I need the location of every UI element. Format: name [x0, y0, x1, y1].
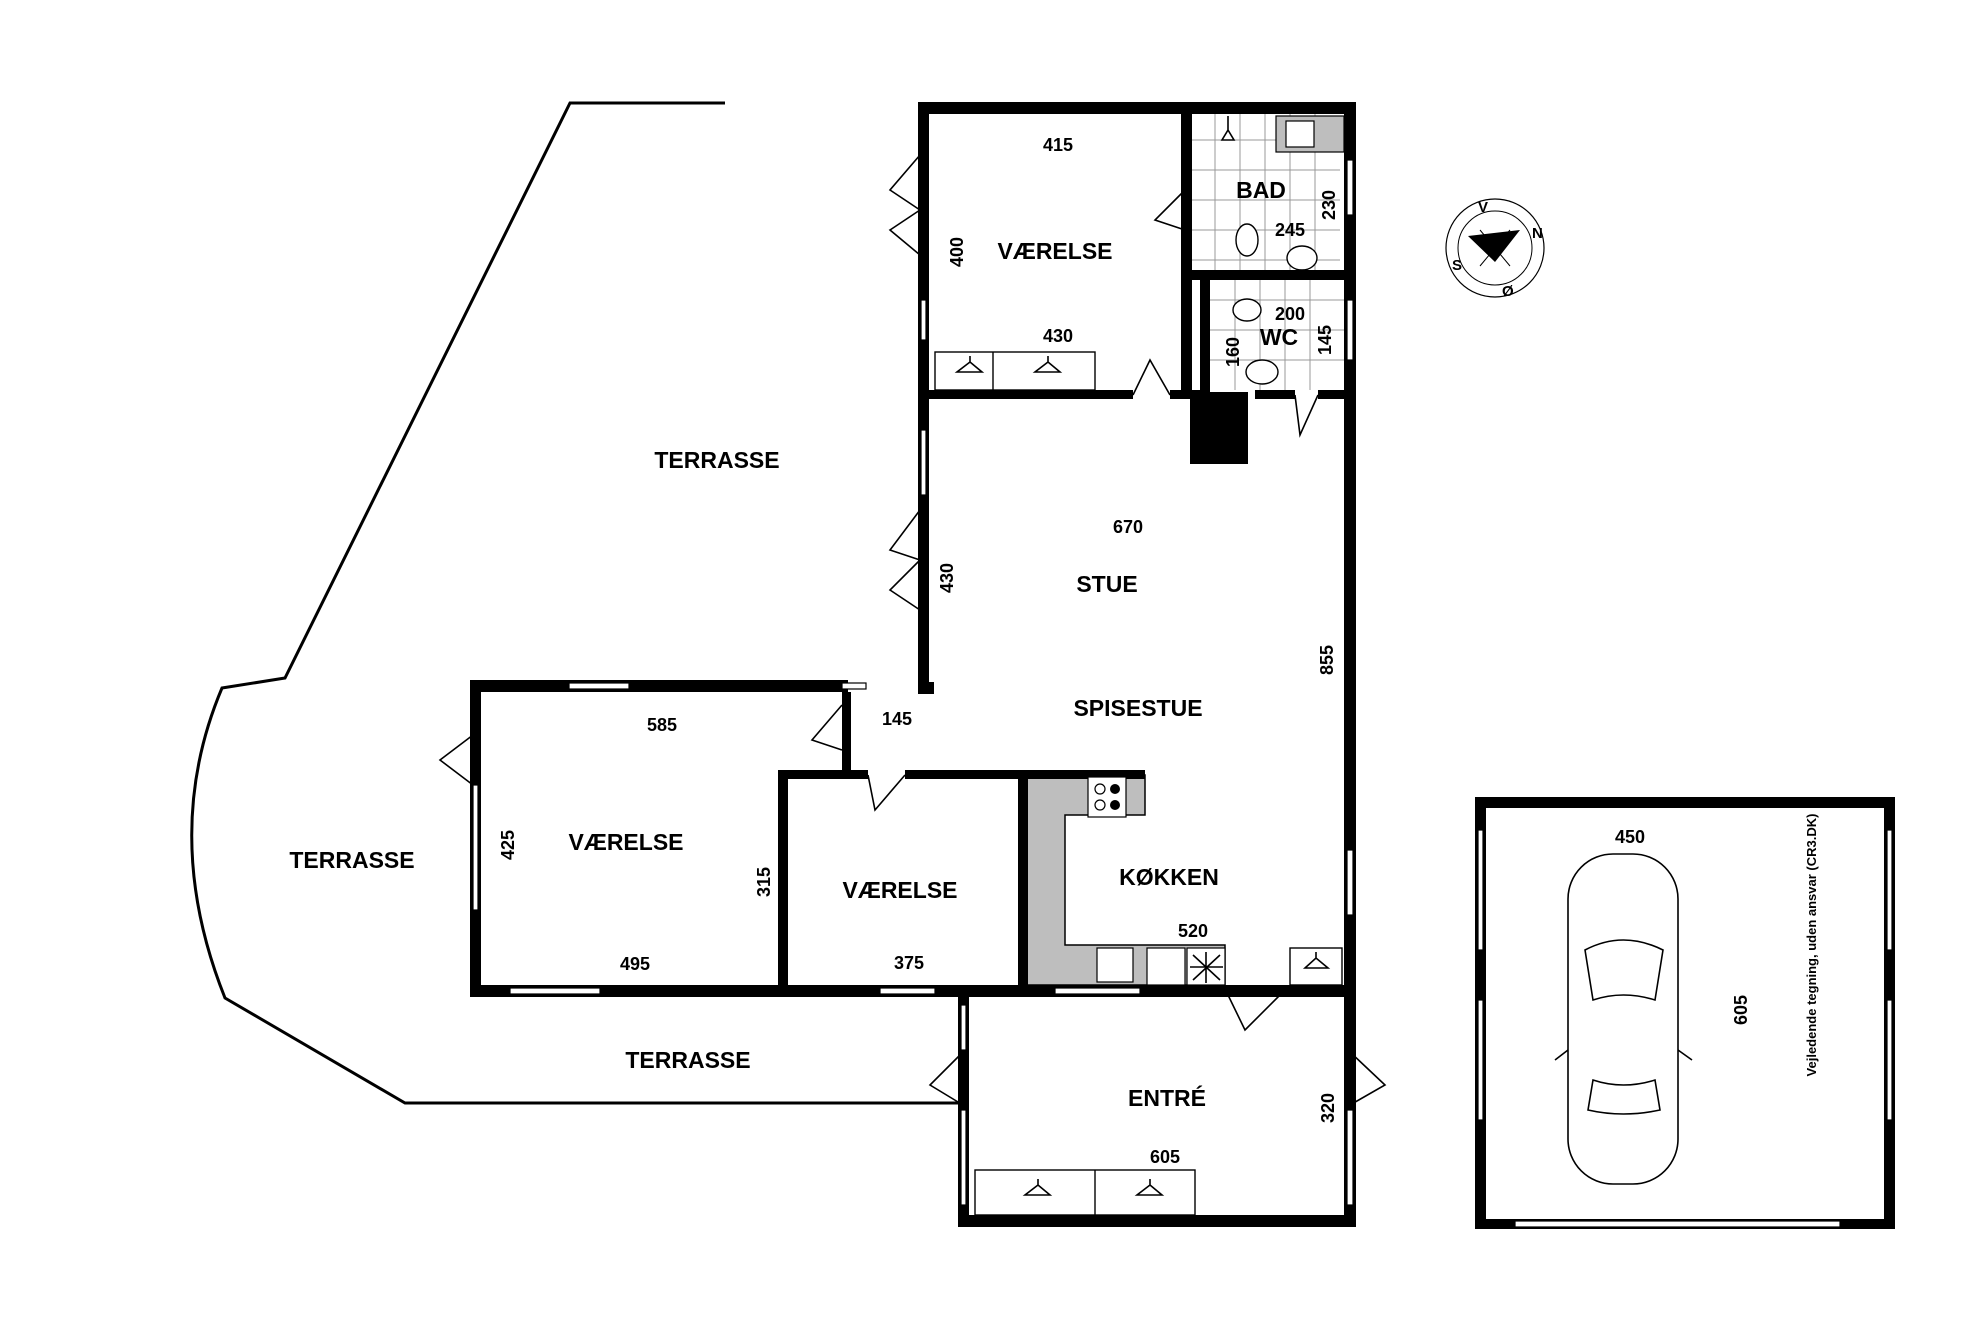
- terrace-outline: [190, 101, 965, 1105]
- dim-label: 670: [1113, 517, 1143, 537]
- room-bad: BAD: [1236, 177, 1286, 203]
- dim-label: 605: [1150, 1147, 1180, 1167]
- dim-label: 145: [1315, 325, 1335, 355]
- dim-label: 375: [894, 953, 924, 973]
- compass-s: S: [1452, 257, 1462, 274]
- stove-burner-icon: [1110, 784, 1120, 794]
- room-kokken: KØKKEN: [1119, 864, 1219, 890]
- hanger-icons: [954, 356, 1331, 1196]
- room-wc: WC: [1260, 324, 1298, 350]
- sink-icon: [1285, 120, 1315, 148]
- wardrobes: [934, 351, 1343, 1216]
- toilet-icon: [1286, 245, 1318, 271]
- dim-label: 585: [647, 715, 677, 735]
- dim-label: 520: [1178, 921, 1208, 941]
- dim-label: 425: [498, 830, 518, 860]
- room-vaerelse-top: VÆRELSE: [997, 238, 1112, 264]
- car-icon: [1554, 853, 1693, 1185]
- dim-label: 495: [620, 954, 650, 974]
- stove-burner-icon: [1094, 799, 1106, 811]
- dim-label: 400: [947, 237, 967, 267]
- dim-label: 230: [1319, 190, 1339, 220]
- compass-icon: [1445, 198, 1545, 298]
- toilet-icon: [1235, 223, 1259, 257]
- room-stue: STUE: [1076, 571, 1137, 597]
- toilet-icon: [1245, 359, 1279, 385]
- dim-label: 200: [1275, 304, 1305, 324]
- stove-burner-icon: [1094, 783, 1106, 795]
- room-spisestue: SPISESTUE: [1073, 695, 1202, 721]
- dim-label: 605: [1731, 995, 1751, 1025]
- dim-label: 430: [1043, 326, 1073, 346]
- room-vaerelse-mid: VÆRELSE: [842, 877, 957, 903]
- compass-n: N: [1532, 225, 1543, 242]
- dim-label: 855: [1317, 645, 1337, 675]
- windows: [472, 159, 1893, 1228]
- toilet-icon: [1232, 298, 1262, 322]
- shower-icon: [1220, 116, 1236, 141]
- star-vent-icon: [1190, 952, 1223, 983]
- room-terrasse-upper: TERRASSE: [654, 447, 779, 473]
- room-terrasse-left: TERRASSE: [289, 847, 414, 873]
- compass-o: Ø: [1502, 283, 1514, 300]
- compass-v: V: [1478, 199, 1488, 216]
- stove-burner-icon: [1110, 800, 1120, 810]
- dim-label: 415: [1043, 135, 1073, 155]
- doors: [438, 154, 1387, 1106]
- room-vaerelse-left: VÆRELSE: [568, 829, 683, 855]
- dim-label: 315: [754, 867, 774, 897]
- room-entre: ENTRÉ: [1128, 1084, 1206, 1111]
- dim-label: 430: [937, 563, 957, 593]
- dim-label: 450: [1615, 827, 1645, 847]
- disclaimer-text: Vejledende tegning, uden ansvar (CR3.DK): [1804, 814, 1819, 1077]
- dim-label: 160: [1223, 337, 1243, 367]
- dim-label: 245: [1275, 220, 1305, 240]
- dim-label: 145: [882, 709, 912, 729]
- stove-icon: [1087, 776, 1127, 818]
- room-terrasse-bottom: TERRASSE: [625, 1047, 750, 1073]
- appliance-icon: [1146, 947, 1186, 986]
- kitchen-sink-icon: [1096, 947, 1134, 983]
- dim-label: 320: [1318, 1093, 1338, 1123]
- bath-tiles: [1192, 114, 1344, 390]
